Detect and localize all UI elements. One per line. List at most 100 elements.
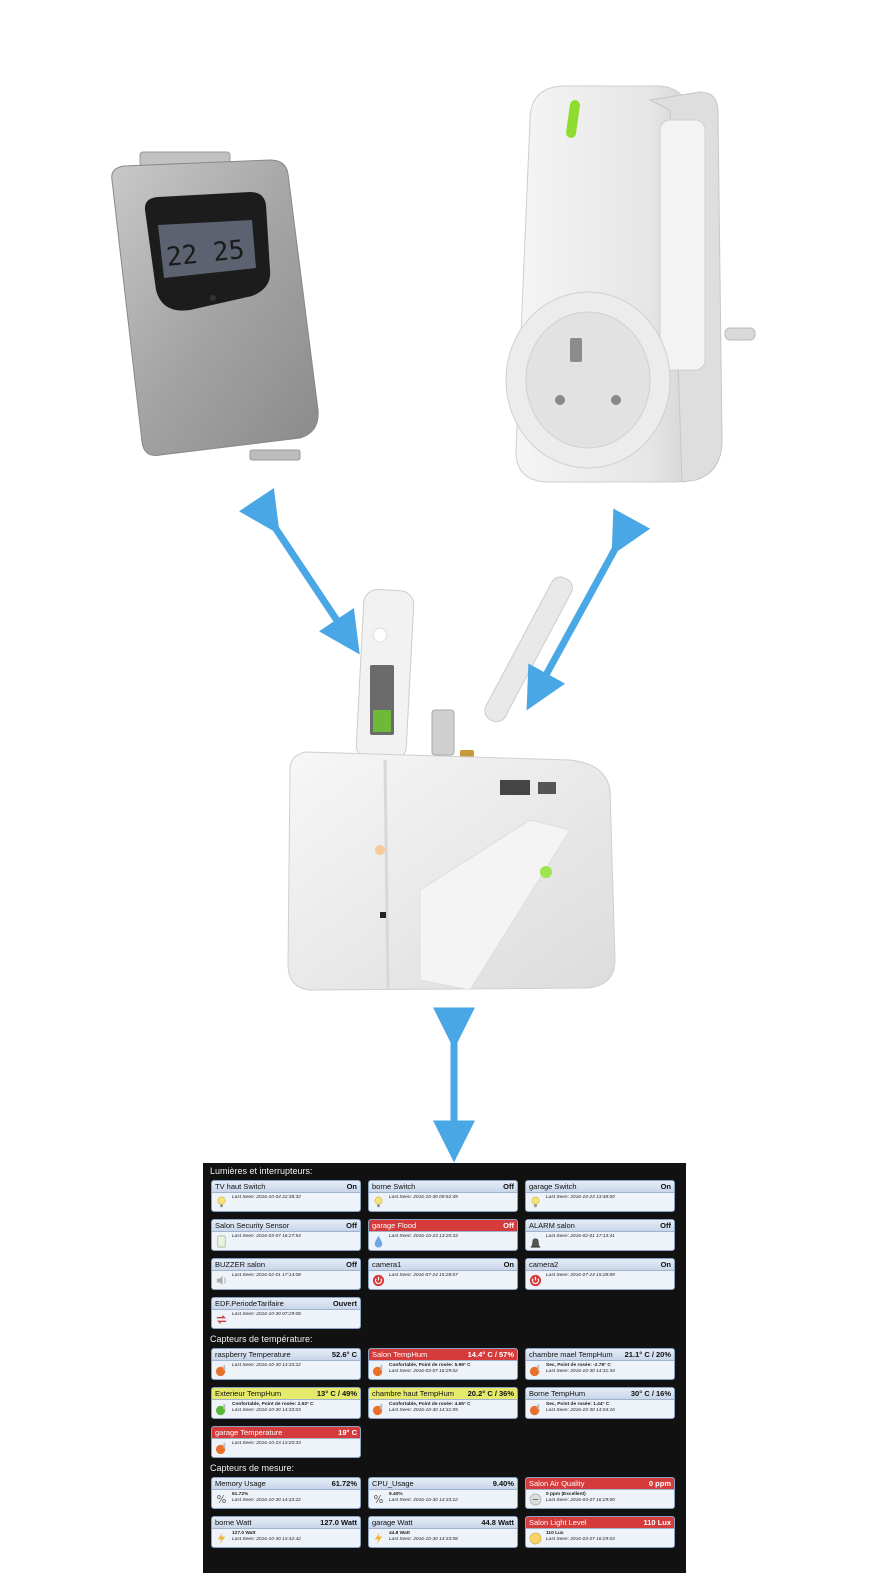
- device-tile[interactable]: garage Temperature 19° C Last Seen: 2016…: [211, 1426, 361, 1458]
- device-description: 61.72%: [232, 1492, 249, 1497]
- device-name: borne Switch: [372, 1182, 416, 1191]
- device-name: EDF.PeriodeTarifaire: [215, 1299, 284, 1308]
- device-tile[interactable]: camera1 On Last Seen: 2016-07-24 15:28:0…: [368, 1258, 518, 1290]
- thermometer-green-icon: [215, 1403, 228, 1416]
- device-value: 127.0 Watt: [320, 1518, 357, 1527]
- last-seen: Last Seen: 2016-07-24 15:28:09: [546, 1273, 615, 1278]
- device-description: 44.8 Watt: [389, 1531, 410, 1536]
- device-tile[interactable]: chambre haut TempHum 20.2° C / 36% Confo…: [368, 1387, 518, 1419]
- lightning-icon: [372, 1532, 385, 1545]
- tile-details: Confortable, Point de rosée: 2.53° C Las…: [232, 1402, 314, 1414]
- tile-body: Last Seen: 2016-02-01 17:13:41: [526, 1232, 674, 1250]
- device-name: chambre mael TempHum: [529, 1350, 613, 1359]
- bulb-icon: [529, 1196, 542, 1209]
- device-value: 44.8 Watt: [481, 1518, 514, 1527]
- tile-header: Borne TempHum 30° C / 16%: [526, 1388, 674, 1400]
- device-name: Salon Security Sensor: [215, 1221, 290, 1230]
- last-seen: Last Seen: 2016-03-07 16:29:02: [389, 1369, 458, 1374]
- device-value: On: [660, 1260, 671, 1269]
- device-description: 110 Lux: [546, 1531, 564, 1536]
- device-tile[interactable]: borne Watt 127.0 Watt 127.0 Watt Last Se…: [211, 1516, 361, 1548]
- device-tile[interactable]: camera2 On Last Seen: 2016-07-24 15:28:0…: [525, 1258, 675, 1290]
- last-seen: Last Seen: 2016-10-30 07:29:08: [232, 1312, 301, 1317]
- tile-header: Salon Security Sensor Off: [212, 1220, 360, 1232]
- tile-grid: Memory Usage 61.72% % 61.72% Last Seen: …: [211, 1477, 681, 1548]
- last-seen: Last Seen: 2016-10-30 14:31:34: [546, 1369, 615, 1374]
- tile-header: garage Watt 44.8 Watt: [369, 1517, 517, 1529]
- smart-plug-device: [505, 85, 756, 483]
- device-tile[interactable]: Borne TempHum 30° C / 16% Sec, Point de …: [525, 1387, 675, 1419]
- tile-body: Confortable, Point de rosée: 2.53° C Las…: [212, 1400, 360, 1418]
- tile-body: Last Seen: 2016-10-23 13:20:33: [212, 1439, 360, 1457]
- device-description: Sec, Point de rosée: -2.78° C: [546, 1363, 611, 1368]
- last-seen: Last Seen: 2016-10-04 22:38:32: [232, 1195, 301, 1200]
- tile-body: Last Seen: 2016-07-24 15:28:09: [526, 1271, 674, 1289]
- thermometer-icon: [372, 1403, 385, 1416]
- tile-details: Last Seen: 2016-10-23 13:20:33: [389, 1234, 458, 1240]
- device-tile[interactable]: chambre mael TempHum 21.1° C / 20% Sec, …: [525, 1348, 675, 1380]
- tile-header: CPU_Usage 9.40%: [369, 1478, 517, 1490]
- device-tile[interactable]: TV haut Switch On Last Seen: 2016-10-04 …: [211, 1180, 361, 1212]
- device-value: 30° C / 16%: [630, 1389, 671, 1398]
- last-seen: Last Seen: 2016-10-30 09:52:49: [389, 1195, 458, 1200]
- device-name: borne Watt: [215, 1518, 252, 1527]
- device-tile[interactable]: EDF.PeriodeTarifaire Ouvert Last Seen: 2…: [211, 1297, 361, 1329]
- device-tile[interactable]: Salon Light Level 110 Lux 110 Lux Last S…: [525, 1516, 675, 1548]
- device-tile[interactable]: Exterieur TempHum 13° C / 49% Confortabl…: [211, 1387, 361, 1419]
- tile-header: Salon Light Level 110 Lux: [526, 1517, 674, 1529]
- tile-header: borne Switch Off: [369, 1181, 517, 1193]
- device-tile[interactable]: garage Switch On Last Seen: 2016-10-23 1…: [525, 1180, 675, 1212]
- device-name: garage Flood: [372, 1221, 417, 1230]
- section-title: Lumières et interrupteurs:: [210, 1166, 313, 1176]
- device-value: 21.1° C / 20%: [624, 1350, 671, 1359]
- device-name: Salon Light Level: [529, 1518, 587, 1527]
- tile-details: Last Seen: 2016-10-30 07:29:08: [232, 1312, 301, 1318]
- thermometer-icon: [215, 1442, 228, 1455]
- bulb-icon: [372, 1196, 385, 1209]
- device-tile[interactable]: Salon Security Sensor Off Last Seen: 201…: [211, 1219, 361, 1251]
- section-title: Capteurs de température:: [210, 1334, 313, 1344]
- device-tile[interactable]: Salon Air Quality 0 ppm 0 ppm (Excellent…: [525, 1477, 675, 1509]
- device-value: Ouvert: [332, 1299, 357, 1308]
- last-seen: Last Seen: 2016-10-30 14:33:03: [232, 1408, 301, 1413]
- zipato-gateway-device: [287, 576, 616, 991]
- section-title: Capteurs de mesure:: [210, 1463, 295, 1473]
- device-tile[interactable]: Salon TempHum 14.4° C / 57% Confortable,…: [368, 1348, 518, 1380]
- tile-header: BUZZER salon Off: [212, 1259, 360, 1271]
- tile-body: Last Seen: 2016-10-23 13:48:00: [526, 1193, 674, 1211]
- device-value: On: [660, 1182, 671, 1191]
- last-seen: Last Seen: 2016-10-30 14:33:22: [389, 1498, 458, 1503]
- device-tile[interactable]: CPU_Usage 9.40% % 9.40% Last Seen: 2016-…: [368, 1477, 518, 1509]
- swap-arrows-icon: [215, 1313, 228, 1326]
- device-name: BUZZER salon: [215, 1260, 266, 1269]
- tile-header: camera1 On: [369, 1259, 517, 1271]
- device-tile[interactable]: raspberry Temperature 52.6° C Last Seen:…: [211, 1348, 361, 1380]
- device-name: Borne TempHum: [529, 1389, 586, 1398]
- device-tile[interactable]: BUZZER salon Off Last Seen: 2016-02-01 1…: [211, 1258, 361, 1290]
- device-name: Salon Air Quality: [529, 1479, 585, 1488]
- tile-body: Sec, Point de rosée: 1.44° C Last Seen: …: [526, 1400, 674, 1418]
- last-seen: Last Seen: 2016-10-23 13:48:00: [546, 1195, 615, 1200]
- device-value: 14.4° C / 57%: [467, 1350, 514, 1359]
- device-tile[interactable]: garage Watt 44.8 Watt 44.8 Watt Last See…: [368, 1516, 518, 1548]
- device-tile[interactable]: Memory Usage 61.72% % 61.72% Last Seen: …: [211, 1477, 361, 1509]
- tile-body: Last Seen: 2016-10-30 14:33:22: [212, 1361, 360, 1379]
- percent-icon: %: [215, 1493, 228, 1506]
- device-description: Confortable, Point de rosée: 5.99° C: [389, 1363, 471, 1368]
- lightning-icon: [215, 1532, 228, 1545]
- device-tile[interactable]: garage Flood Off Last Seen: 2016-10-23 1…: [368, 1219, 518, 1251]
- tile-details: 9.40% Last Seen: 2016-10-30 14:33:22: [389, 1492, 458, 1504]
- device-name: Exterieur TempHum: [215, 1389, 282, 1398]
- tile-body: Last Seen: 2016-03-07 16:27:54: [212, 1232, 360, 1250]
- last-seen: Last Seen: 2016-10-23 13:20:33: [389, 1234, 458, 1239]
- thermometer-icon: [529, 1364, 542, 1377]
- flood-icon: [372, 1235, 385, 1248]
- last-seen: Last Seen: 2016-02-01 17:14:08: [232, 1273, 301, 1278]
- device-value: Off: [346, 1260, 357, 1269]
- tile-details: 44.8 Watt Last Seen: 2016-10-30 14:33:08: [389, 1531, 458, 1543]
- svg-text:%: %: [217, 1495, 227, 1506]
- device-tile[interactable]: borne Switch Off Last Seen: 2016-10-30 0…: [368, 1180, 518, 1212]
- device-tile[interactable]: ALARM salon Off Last Seen: 2016-02-01 17…: [525, 1219, 675, 1251]
- device-description: 0 ppm (Excellent): [546, 1492, 586, 1497]
